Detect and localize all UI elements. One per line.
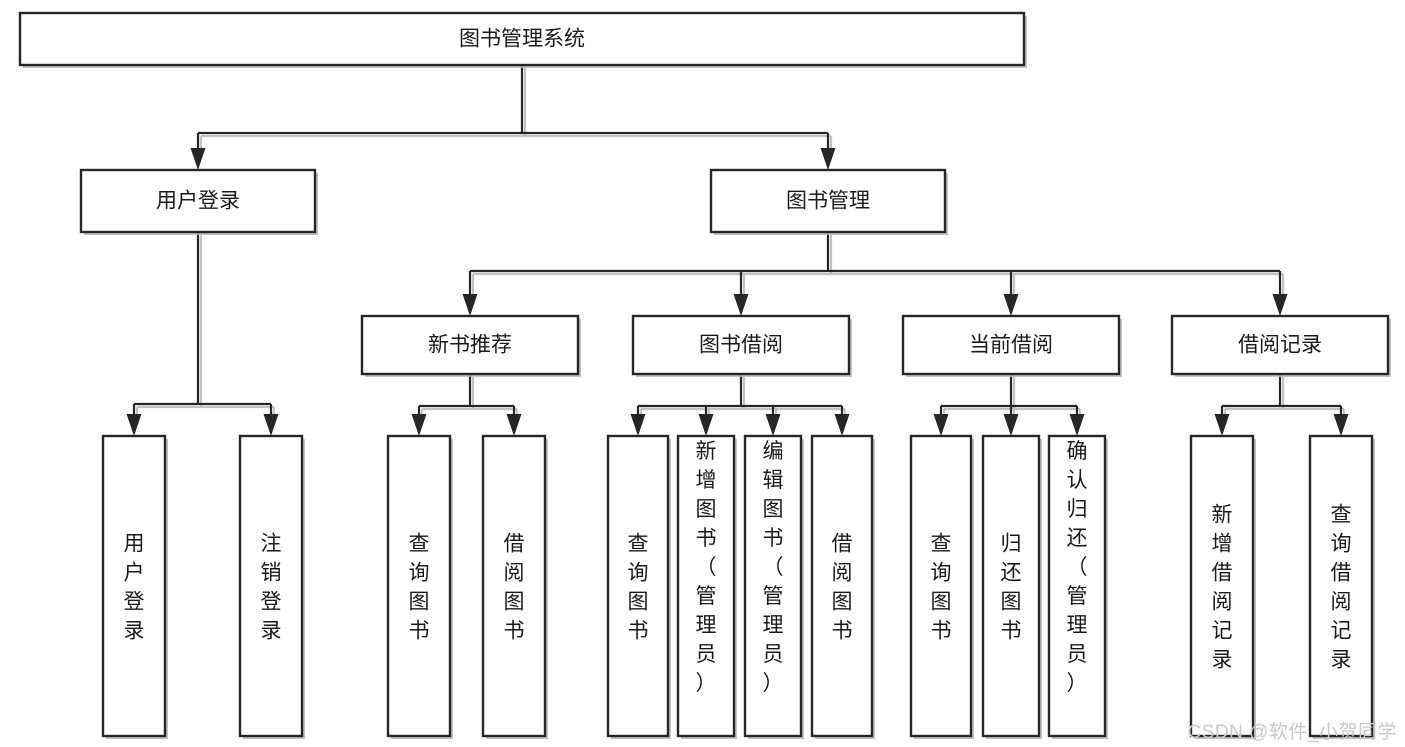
node-root[interactable]: 图书管理系统: [18, 11, 1027, 68]
node-book-manage[interactable]: 图书管理: [709, 168, 948, 235]
node-label: 借阅记录: [1238, 334, 1322, 357]
node-box[interactable]: [386, 434, 452, 738]
node-box[interactable]: [101, 434, 167, 738]
node-label: 确认归还（管理员）: [1067, 440, 1088, 695]
node-label: 查询借阅记录: [1331, 504, 1352, 672]
node-leaf-borrow-book[interactable]: 借阅图书: [810, 434, 875, 739]
node-borrow-record[interactable]: 借阅记录: [1170, 314, 1391, 377]
node-leaf-confirm-return[interactable]: 确认归还（管理员）: [1047, 434, 1108, 739]
node-box[interactable]: [901, 314, 1121, 376]
node-label: 图书管理系统: [459, 28, 585, 51]
node-current-borrow[interactable]: 当前借阅: [901, 314, 1122, 377]
node-label: 查询图书: [931, 533, 952, 643]
edge-current-children: [933, 374, 1085, 436]
node-label: 查询图书: [628, 533, 649, 643]
node-box[interactable]: [1189, 434, 1255, 738]
node-leaf-query-book-current[interactable]: 查询图书: [909, 434, 974, 739]
node-box[interactable]: [481, 434, 547, 738]
node-leaf-add-book[interactable]: 新增图书（管理员）: [676, 434, 737, 739]
connector-layer: [126, 65, 1349, 436]
edge-root-children: [190, 65, 836, 170]
node-leaf-user-login[interactable]: 用户登录: [101, 434, 168, 739]
edge-record-children: [1214, 374, 1349, 436]
node-leaf-add-record[interactable]: 新增借阅记录: [1189, 434, 1256, 739]
node-label: 借阅图书: [832, 533, 853, 643]
node-box[interactable]: [18, 11, 1026, 67]
node-box[interactable]: [79, 168, 317, 234]
node-leaf-query-book-rec[interactable]: 查询图书: [386, 434, 453, 739]
node-box[interactable]: [1170, 314, 1390, 376]
node-user-login[interactable]: 用户登录: [79, 168, 318, 235]
node-label: 借阅图书: [504, 533, 525, 643]
node-box[interactable]: [631, 314, 851, 376]
node-box[interactable]: [810, 434, 874, 738]
watermark-text: CSDN @软件_小贺同学: [1187, 722, 1397, 743]
node-box[interactable]: [606, 434, 670, 738]
node-label: 新增图书（管理员）: [696, 440, 717, 695]
node-label: 图书借阅: [699, 334, 783, 357]
edge-login-children: [126, 232, 279, 436]
node-box[interactable]: [743, 434, 803, 738]
node-leaf-return-book[interactable]: 归还图书: [981, 434, 1042, 739]
node-box[interactable]: [238, 434, 304, 738]
node-label: 新书推荐: [428, 334, 512, 357]
node-box[interactable]: [360, 314, 580, 376]
edge-manage-children: [462, 232, 1288, 316]
node-label: 用户登录: [124, 533, 145, 643]
edge-borrow-children: [630, 374, 850, 436]
node-box[interactable]: [709, 168, 947, 234]
node-leaf-query-record[interactable]: 查询借阅记录: [1308, 434, 1375, 739]
node-layer: 图书管理系统用户登录图书管理新书推荐图书借阅当前借阅借阅记录用户登录注销登录查询…: [18, 11, 1391, 739]
node-book-borrow[interactable]: 图书借阅: [631, 314, 852, 377]
node-leaf-edit-book[interactable]: 编辑图书（管理员）: [743, 434, 804, 739]
node-label: 查询图书: [409, 533, 430, 643]
node-label: 新增借阅记录: [1212, 504, 1233, 672]
edge-newbook-children: [411, 374, 522, 436]
node-box[interactable]: [1047, 434, 1107, 738]
node-label: 注销登录: [261, 533, 282, 643]
node-box[interactable]: [909, 434, 973, 738]
node-label: 编辑图书（管理员）: [763, 440, 784, 695]
node-box[interactable]: [676, 434, 736, 738]
node-leaf-query-book-borrow[interactable]: 查询图书: [606, 434, 671, 739]
node-leaf-borrow-book-rec[interactable]: 借阅图书: [481, 434, 548, 739]
node-label: 当前借阅: [969, 334, 1053, 357]
node-new-book-rec[interactable]: 新书推荐: [360, 314, 581, 377]
node-label: 图书管理: [786, 190, 870, 213]
node-label: 用户登录: [156, 190, 240, 213]
node-box[interactable]: [981, 434, 1041, 738]
node-label: 归还图书: [1001, 533, 1022, 643]
node-leaf-logout[interactable]: 注销登录: [238, 434, 305, 739]
node-box[interactable]: [1308, 434, 1374, 738]
